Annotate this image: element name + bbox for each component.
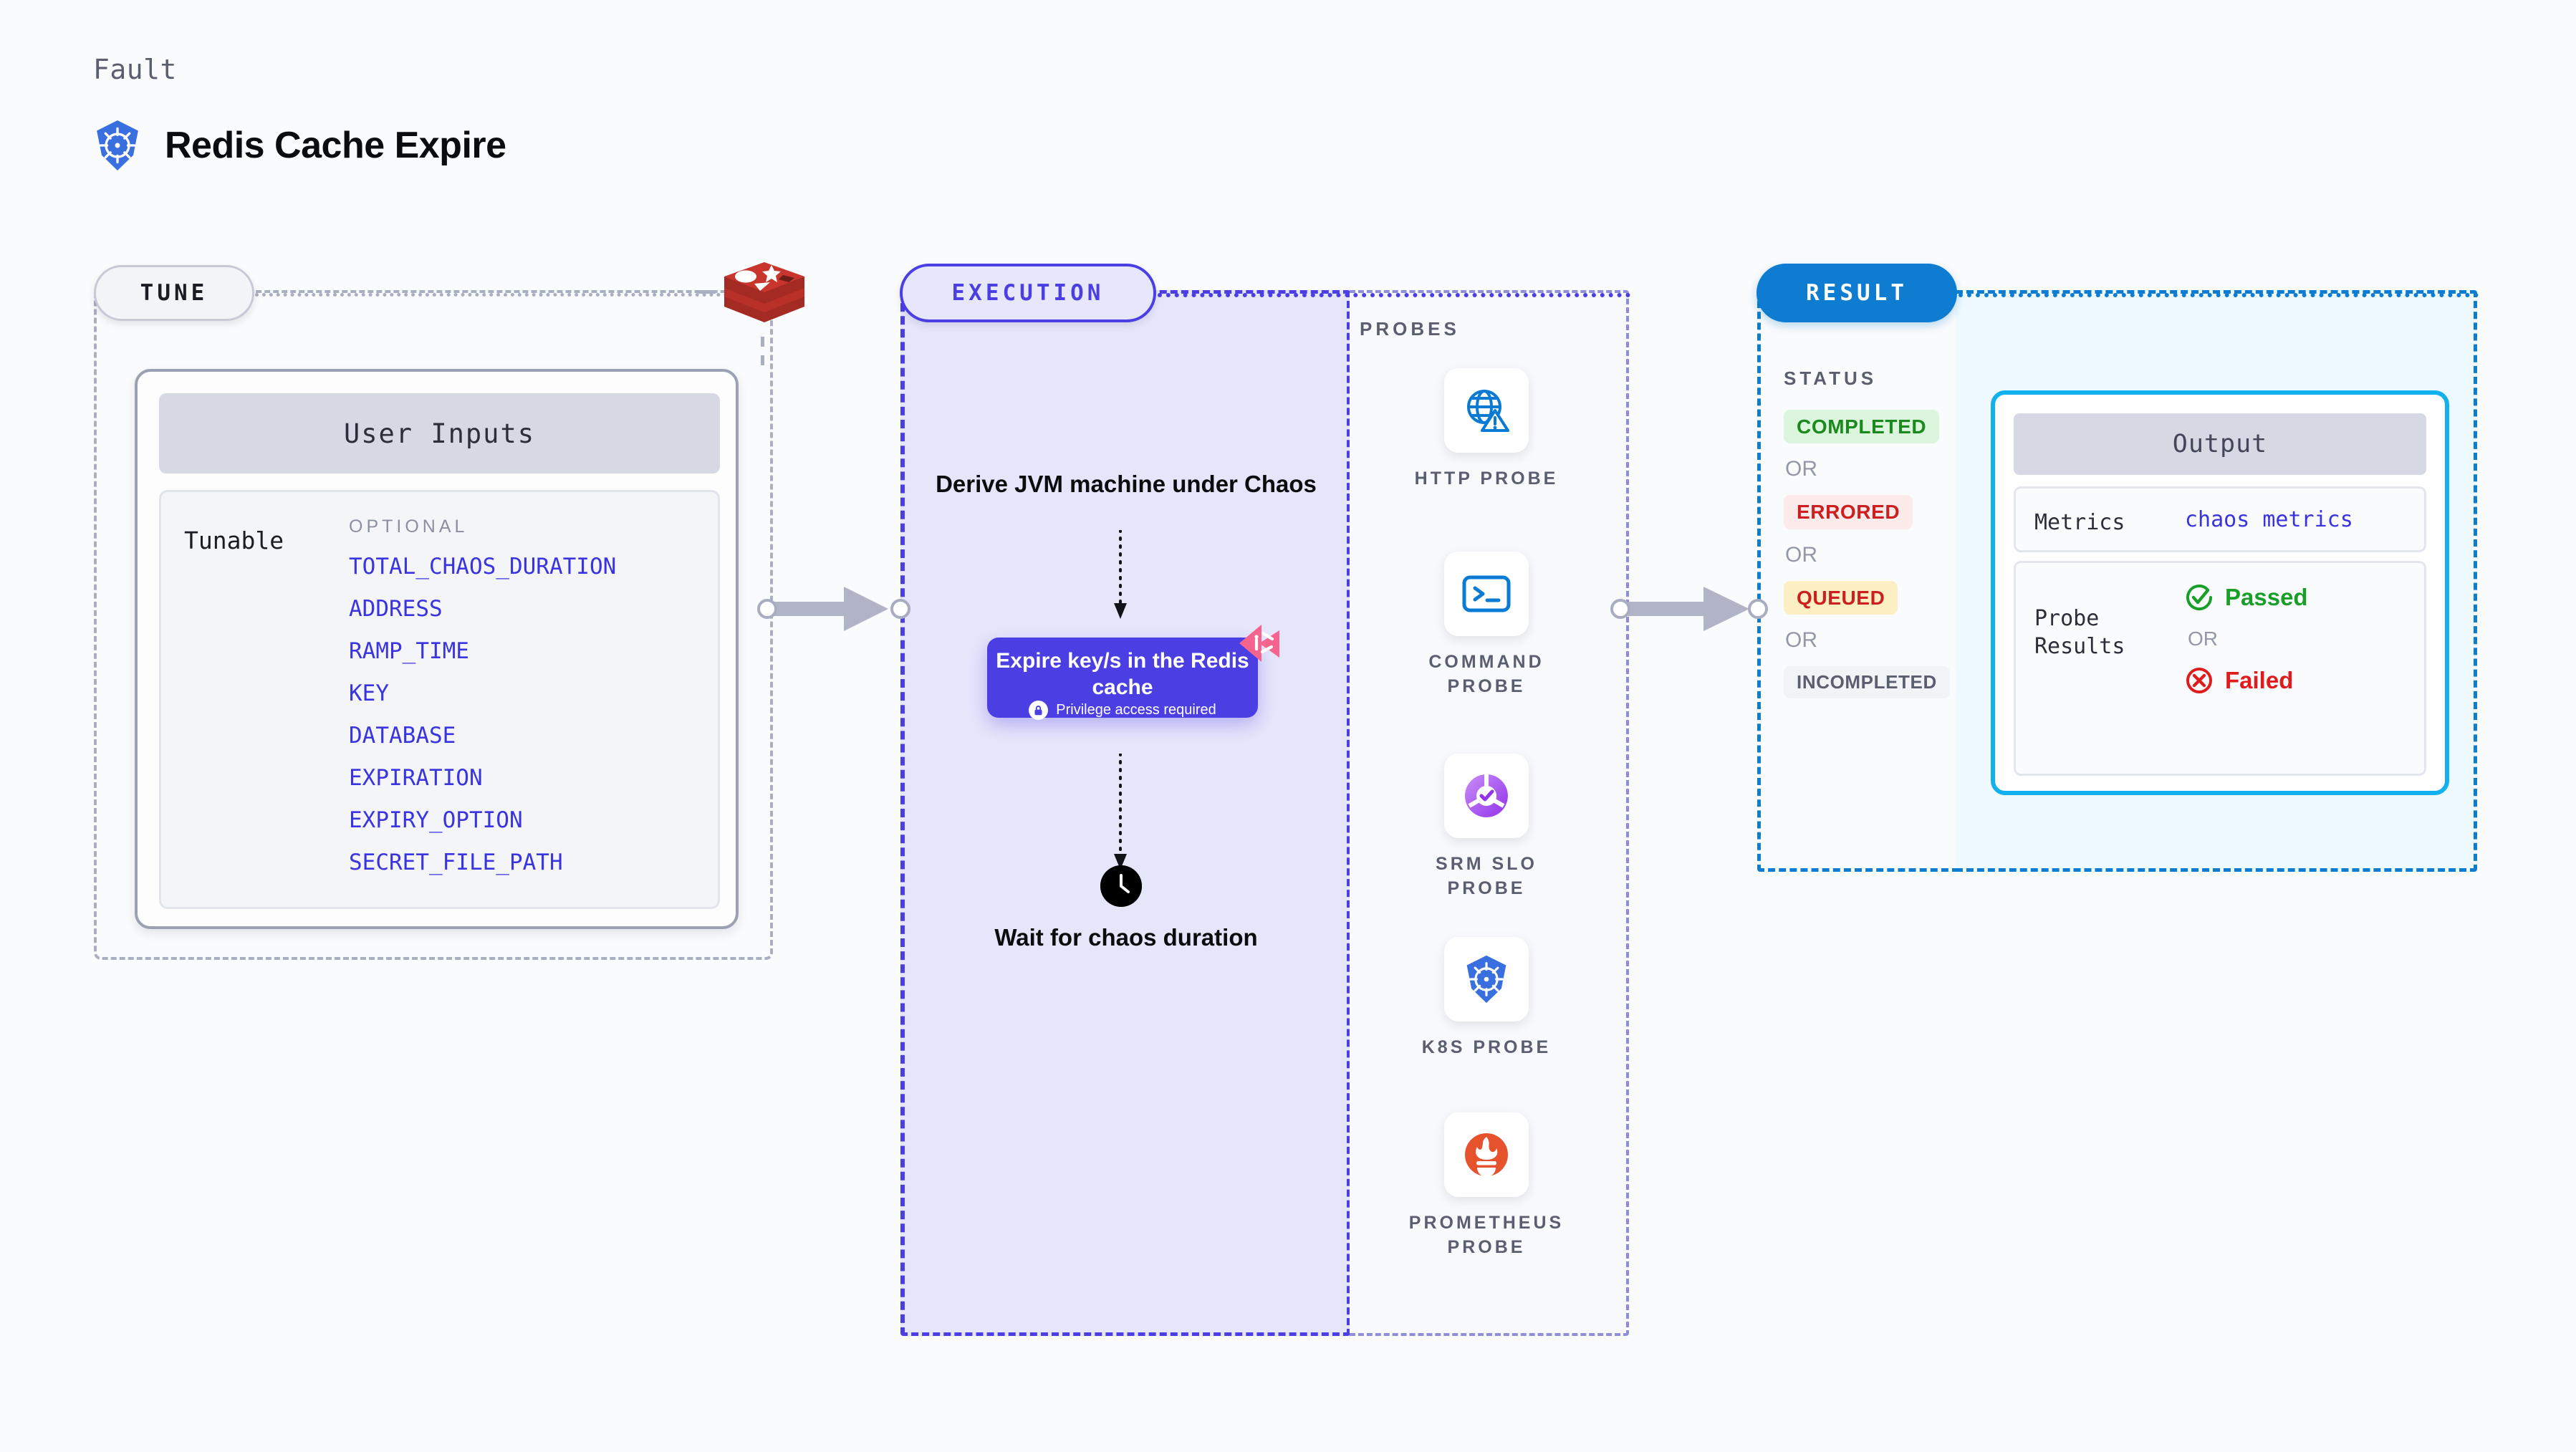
prometheus-icon xyxy=(1444,1112,1529,1197)
output-card: Output Metrics chaos metrics Probe Resul… xyxy=(1991,390,2449,795)
probe-result-passed: Passed xyxy=(2185,583,2308,612)
clock-icon xyxy=(1100,865,1142,907)
tune-to-execution-arrow xyxy=(764,587,888,631)
x-circle-icon xyxy=(2186,668,2212,693)
probe-label: PROMETHEUS PROBE xyxy=(1408,1213,1565,1257)
result-pill[interactable]: RESULT xyxy=(1756,264,1957,322)
status-or: OR xyxy=(1785,628,1817,653)
probes-to-result-arrow xyxy=(1616,587,1749,631)
globe-warning-icon xyxy=(1444,368,1529,453)
chaos-action-card[interactable]: Expire key/s in the Redis cache Privileg… xyxy=(987,638,1258,720)
privilege-badge-label: Privilege access required xyxy=(1056,702,1216,718)
status-badge-completed: COMPLETED xyxy=(1784,410,1940,444)
page-title: Redis Cache Expire xyxy=(165,125,506,166)
harness-logo-icon xyxy=(1239,625,1279,662)
probe-item-prometheus[interactable]: PROMETHEUS PROBE xyxy=(1400,1112,1572,1260)
result-connector-line xyxy=(1959,293,2479,297)
probe-item-srm-slo[interactable]: SRM SLO PROBE xyxy=(1400,754,1572,901)
status-title: STATUS xyxy=(1784,367,1878,389)
tunable-variable[interactable]: DATABASE xyxy=(349,723,456,749)
flow-arrow-down-2 xyxy=(1114,754,1127,870)
probe-label: COMMAND PROBE xyxy=(1428,652,1544,696)
output-metrics-key: Metrics xyxy=(2034,510,2125,535)
probe-label: SRM SLO PROBE xyxy=(1436,854,1537,898)
probes-exit-node xyxy=(1610,599,1630,619)
user-inputs-header: User Inputs xyxy=(159,393,720,473)
probe-item-k8s[interactable]: K8S PROBE xyxy=(1400,937,1572,1060)
slo-donut-check-icon xyxy=(1444,754,1529,838)
kubernetes-icon xyxy=(97,120,138,170)
output-metrics-value[interactable]: chaos metrics xyxy=(2185,507,2353,532)
status-or: OR xyxy=(1785,542,1817,567)
check-circle-icon xyxy=(2186,585,2212,610)
tune-pill[interactable]: TUNE xyxy=(94,265,254,321)
status-badge-queued: QUEUED xyxy=(1784,580,1898,615)
status-list: COMPLETED OR ERRORED OR QUEUED OR INCOMP… xyxy=(1784,410,1950,699)
output-probe-results-values: Passed OR Failed xyxy=(2185,583,2308,695)
tunable-variable[interactable]: EXPIRATION xyxy=(349,765,483,791)
execution-wait-label: Wait for chaos duration xyxy=(994,924,1258,951)
tunable-row-label: Tunable xyxy=(184,527,284,554)
page-title-row: Redis Cache Expire xyxy=(90,118,506,173)
tunable-variable[interactable]: TOTAL_CHAOS_DURATION xyxy=(349,554,617,580)
redis-logo-icon xyxy=(724,262,804,322)
redis-connector-left xyxy=(698,290,716,294)
tunable-variable[interactable]: RAMP_TIME xyxy=(349,638,469,664)
user-inputs-body: Tunable OPTIONAL TOTAL_CHAOS_DURATION AD… xyxy=(159,490,720,909)
page-eyebrow: Fault xyxy=(93,54,177,85)
kubernetes-icon xyxy=(1444,937,1529,1021)
probes-title: PROBES xyxy=(1360,318,1460,340)
terminal-icon xyxy=(1444,552,1529,636)
optional-group-label: OPTIONAL xyxy=(349,516,468,537)
probe-label: HTTP PROBE xyxy=(1414,468,1559,489)
failed-label: Failed xyxy=(2225,667,2294,693)
execution-connector-line xyxy=(1158,293,1630,297)
execution-pill[interactable]: EXECUTION xyxy=(900,264,1156,322)
tune-connector-line xyxy=(255,293,728,297)
probe-label: K8S PROBE xyxy=(1421,1037,1552,1057)
redis-connector-down xyxy=(761,337,764,370)
execution-step-label: Derive JVM machine under Chaos xyxy=(936,471,1317,497)
status-or: OR xyxy=(1785,457,1817,481)
lock-icon xyxy=(1029,701,1049,720)
status-badge-errored: ERRORED xyxy=(1784,495,1913,529)
optional-variable-group: OPTIONAL TOTAL_CHAOS_DURATION ADDRESS RA… xyxy=(349,516,707,894)
tune-exit-node xyxy=(757,599,777,619)
status-badge-incompleted: INCOMPLETED xyxy=(1784,666,1950,699)
output-or: OR xyxy=(2188,628,2218,650)
flow-arrow-down-1 xyxy=(1114,530,1127,619)
privilege-badge: Privilege access required xyxy=(987,701,1258,720)
output-probe-results-key: Probe Results xyxy=(2034,606,2125,659)
chaos-action-title: Expire key/s in the Redis cache xyxy=(996,649,1249,700)
probe-item-http[interactable]: HTTP PROBE xyxy=(1400,368,1572,491)
tunable-variable[interactable]: SECRET_FILE_PATH xyxy=(349,850,563,875)
user-inputs-card: User Inputs Tunable OPTIONAL TOTAL_CHAOS… xyxy=(135,369,739,929)
tunable-variable[interactable]: ADDRESS xyxy=(349,596,443,622)
result-entry-node xyxy=(1748,599,1768,619)
execution-region xyxy=(900,290,1350,1336)
tunable-variable[interactable]: KEY xyxy=(349,681,389,706)
probe-result-failed: Failed xyxy=(2185,666,2308,695)
output-probe-results-row: Probe Results Passed OR Faile xyxy=(2014,561,2426,776)
probe-item-command[interactable]: COMMAND PROBE xyxy=(1400,552,1572,699)
output-header: Output xyxy=(2014,413,2426,475)
execution-entry-node xyxy=(890,599,910,619)
tunable-variable[interactable]: EXPIRY_OPTION xyxy=(349,807,523,833)
passed-label: Passed xyxy=(2225,584,2308,610)
output-metrics-row: Metrics chaos metrics xyxy=(2014,486,2426,552)
